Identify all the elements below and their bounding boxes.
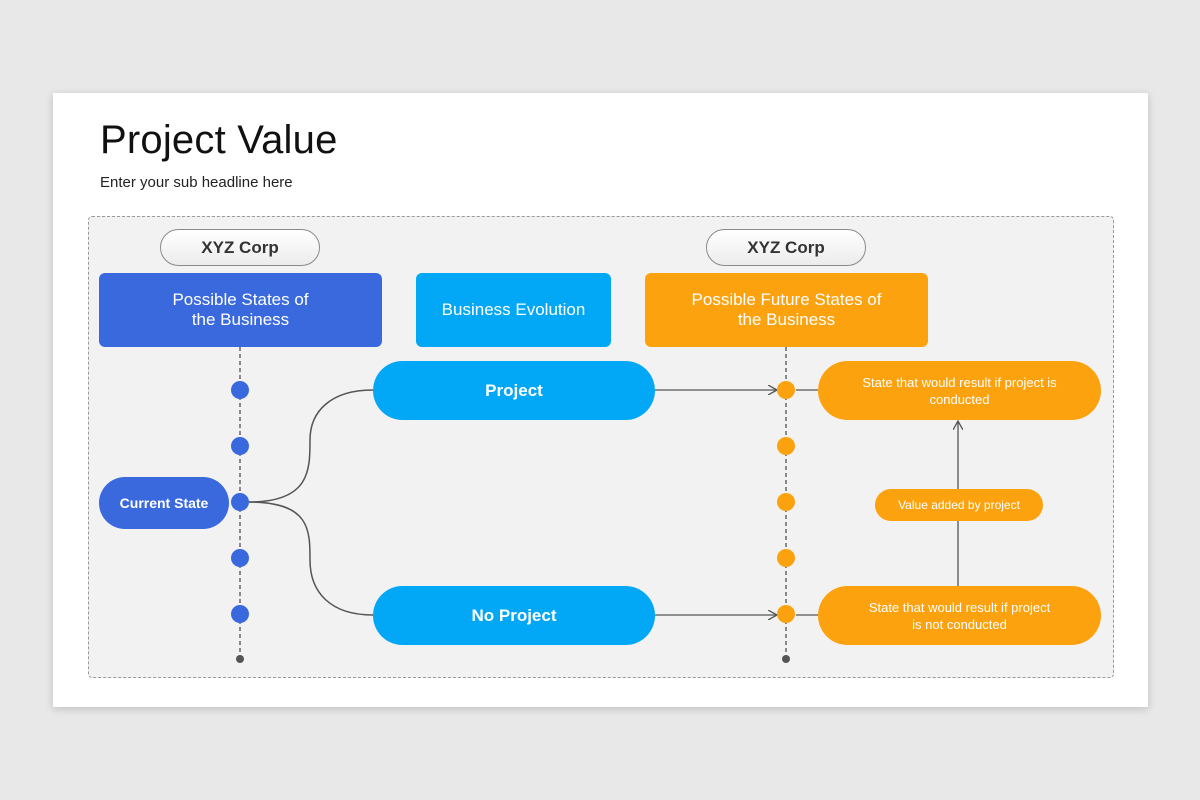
right-corp-label: XYZ Corp (706, 229, 866, 266)
branch-to-no-project (248, 501, 374, 616)
right-dot-2 (777, 437, 795, 455)
branch-to-project (248, 389, 374, 503)
left-dot-3 (231, 493, 249, 511)
right-dot-1 (777, 381, 795, 399)
project-node: Project (373, 361, 655, 420)
state-not-conducted-node: State that would result if project is no… (818, 586, 1101, 645)
left-timeline-end (236, 655, 244, 663)
right-timeline-end (782, 655, 790, 663)
left-corp-label: XYZ Corp (160, 229, 320, 266)
page-subtitle: Enter your sub headline here (100, 174, 293, 191)
middle-header-box: Business Evolution (416, 273, 611, 347)
right-header-box: Possible Future States of the Business (645, 273, 928, 347)
left-dot-1 (231, 381, 249, 399)
left-dot-5 (231, 605, 249, 623)
right-dot-3 (777, 493, 795, 511)
value-added-label: Value added by project (875, 489, 1043, 521)
no-project-node: No Project (373, 586, 655, 645)
current-state-node: Current State (99, 477, 229, 529)
state-conducted-node: State that would result if project is co… (818, 361, 1101, 420)
right-dot-5 (777, 605, 795, 623)
left-header-box: Possible States of the Business (99, 273, 382, 347)
left-dot-4 (231, 549, 249, 567)
left-dot-2 (231, 437, 249, 455)
right-dot-4 (777, 549, 795, 567)
page-title: Project Value (100, 118, 338, 162)
